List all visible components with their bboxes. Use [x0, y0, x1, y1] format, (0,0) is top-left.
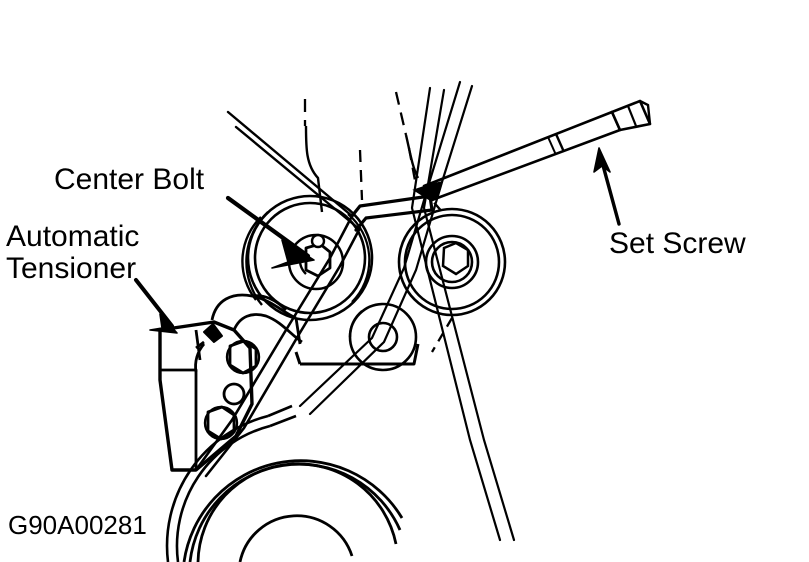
block-ledge: [294, 343, 420, 366]
automatic-tensioner-arrow: [134, 278, 178, 334]
set-screw-arrow: [593, 147, 621, 226]
crank-pulley: [182, 459, 404, 562]
drive-belt-right-outer: [298, 80, 474, 416]
idler-pulley-small: [348, 302, 418, 372]
belt-crank-wrap: [165, 404, 297, 562]
label-automatic-tensioner-line1: Automatic: [6, 220, 140, 253]
center-bolt-arrow: [225, 195, 315, 269]
figure-code: G90A00281: [8, 510, 147, 540]
label-set-screw: Set Screw: [609, 227, 746, 260]
idler-pulley-right: [397, 207, 507, 317]
drive-belt-right: [410, 86, 516, 542]
label-center-bolt: Center Bolt: [54, 163, 205, 196]
upper-casting: [210, 293, 303, 345]
tensioner-body-detail: [158, 323, 223, 470]
label-automatic-tensioner-line2: Tensioner: [6, 251, 137, 285]
